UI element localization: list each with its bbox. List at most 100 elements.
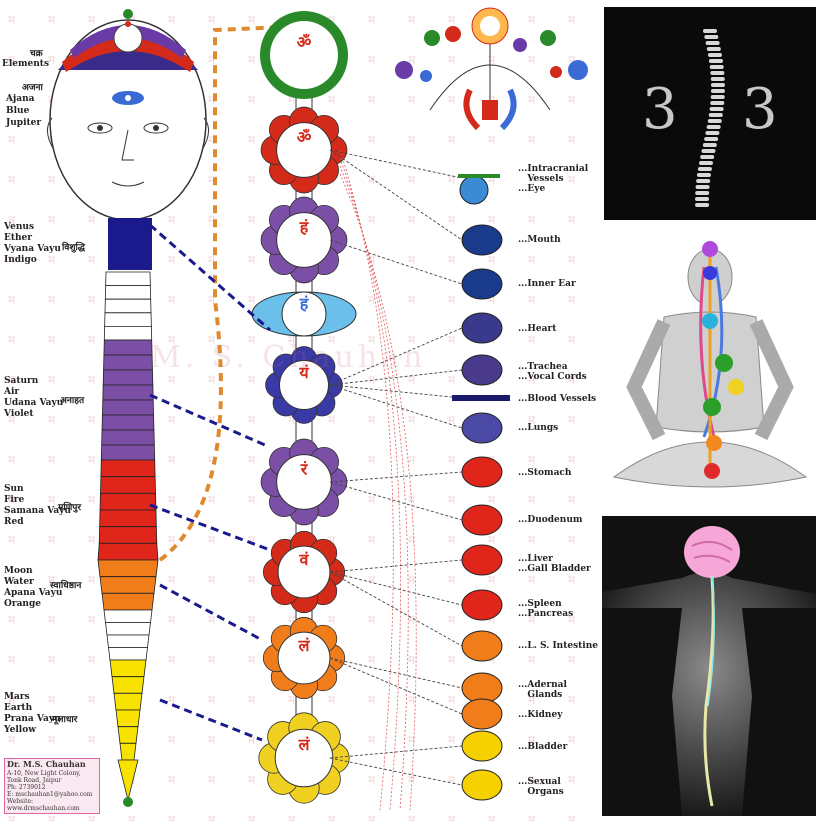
credit-line: A-10, New Light Colony, — [7, 770, 81, 777]
connection-line — [329, 657, 463, 689]
column-segment — [119, 742, 137, 761]
spine-33-panel: 3 3 — [604, 7, 816, 220]
chakra-connector — [159, 583, 263, 642]
chakra-bija-mantra: ॐ — [297, 127, 312, 146]
chakra-center — [277, 631, 331, 685]
organ-label: ...Liver ...Gall Bladder — [518, 554, 591, 574]
number-3-left: 3 — [642, 77, 678, 142]
vertebra — [696, 173, 711, 177]
column-segment — [100, 459, 156, 478]
vertebra — [705, 41, 720, 45]
vertebra — [695, 191, 710, 195]
chakra-bija-mantra: लं — [298, 735, 311, 754]
nervous-system-panel — [602, 516, 816, 816]
energy-path — [158, 23, 331, 562]
column-segment — [102, 399, 154, 416]
column-segment — [103, 325, 153, 341]
column-segment — [109, 659, 147, 678]
column-segment — [103, 339, 153, 356]
chakra-connector — [149, 503, 271, 552]
vertebra — [696, 179, 711, 183]
credit-line: Tonk Road, Jaipur — [7, 777, 62, 784]
saturn-block: Saturn Air Udana Vayu Violet — [4, 376, 64, 419]
column-segment — [113, 692, 143, 711]
swadhisthan-label-hindi: स्वाधिष्ठान — [50, 581, 82, 591]
column-segment — [99, 492, 157, 511]
organ-shape — [461, 589, 503, 621]
number-3-right: 3 — [742, 77, 778, 142]
credit-line: Website: www.drmschauhan.com — [7, 798, 80, 812]
organ-label: ...Sexual Organs — [518, 777, 564, 797]
vertebra — [705, 131, 720, 135]
muladhar-label-hindi: मूलाधार — [52, 715, 78, 725]
organ-label: ...Spleen ...Pancreas — [518, 599, 574, 619]
connection-line — [329, 239, 463, 285]
connection-line — [329, 571, 463, 647]
column-segment — [106, 634, 150, 648]
vertebra — [708, 113, 723, 117]
spine-illustration — [695, 29, 725, 207]
organ-shape — [461, 412, 503, 444]
column-segment — [104, 312, 152, 327]
organ-shape — [461, 730, 503, 762]
organ-shape — [461, 769, 503, 801]
connection-line — [329, 149, 463, 179]
sun-block: Sun Fire Samana Vayu Red — [4, 484, 71, 527]
organ-label: ...Intracranial Vessels ...Eye — [518, 164, 589, 194]
vertebra — [710, 95, 725, 99]
organ-label: ...Stomach — [518, 468, 572, 478]
venus-block: Venus Ether Vyana Vayu Indigo — [4, 222, 61, 265]
column-tip — [117, 759, 139, 801]
chakra-center — [279, 360, 329, 410]
connection-line — [329, 657, 463, 715]
meditation-figure — [612, 241, 808, 488]
vertebra — [710, 71, 725, 75]
ajna-chakra-center — [281, 291, 327, 337]
organ-shape — [461, 504, 503, 536]
organ-shape — [461, 268, 503, 300]
vertebra — [698, 161, 713, 165]
eye-organ — [459, 175, 489, 205]
organ-label: ...Blood Vessels — [518, 394, 597, 404]
column-segment — [99, 576, 157, 594]
connection-line — [329, 757, 463, 786]
vertebra — [706, 47, 721, 51]
chakra-bija-mantra: वं — [299, 550, 310, 569]
vertebra — [710, 89, 725, 93]
chakra-connector — [159, 698, 263, 742]
credit-line: Ph: 2739012 — [7, 784, 46, 791]
chakra-connector — [149, 393, 266, 447]
connection-line — [329, 369, 463, 386]
ajana-label-hindi: अजना — [22, 83, 43, 93]
mars-block: Mars Earth Prana Vayu Yellow — [4, 692, 61, 735]
vertebra — [701, 149, 716, 153]
column-segment — [97, 542, 159, 561]
column-segment — [100, 444, 156, 461]
moon-block: Moon Water Apana Vayu Orange — [4, 566, 63, 609]
elements-label: Elements — [2, 59, 50, 69]
crown-chakra-center — [270, 21, 338, 89]
column-segment — [105, 622, 151, 636]
vertebra — [710, 83, 725, 87]
blue-label: Blue — [6, 106, 30, 116]
column-segment — [98, 526, 158, 544]
organ-shape — [461, 698, 503, 730]
blood-vessels-organ — [452, 395, 510, 401]
column-segment — [115, 709, 141, 728]
column-segment — [104, 298, 152, 314]
vertebra — [706, 125, 721, 129]
column-segment — [97, 559, 159, 578]
organ-label: ...Bladder — [518, 742, 568, 752]
vertebra — [695, 203, 710, 207]
column-segment — [103, 609, 153, 623]
chakra-bija-mantra: हं — [299, 294, 310, 313]
credit-line: E: mschauhan1@yahoo.com — [7, 791, 93, 798]
chakra-lotuses: ॐॐहंहंयंरंवंलंलं — [251, 11, 357, 804]
connection-line — [329, 559, 463, 573]
vertebra — [700, 155, 715, 159]
connection-line — [329, 481, 463, 521]
column-segment — [101, 414, 155, 431]
chakra-connector — [149, 223, 271, 332]
vertebra — [704, 137, 719, 141]
vertebra — [697, 167, 712, 171]
